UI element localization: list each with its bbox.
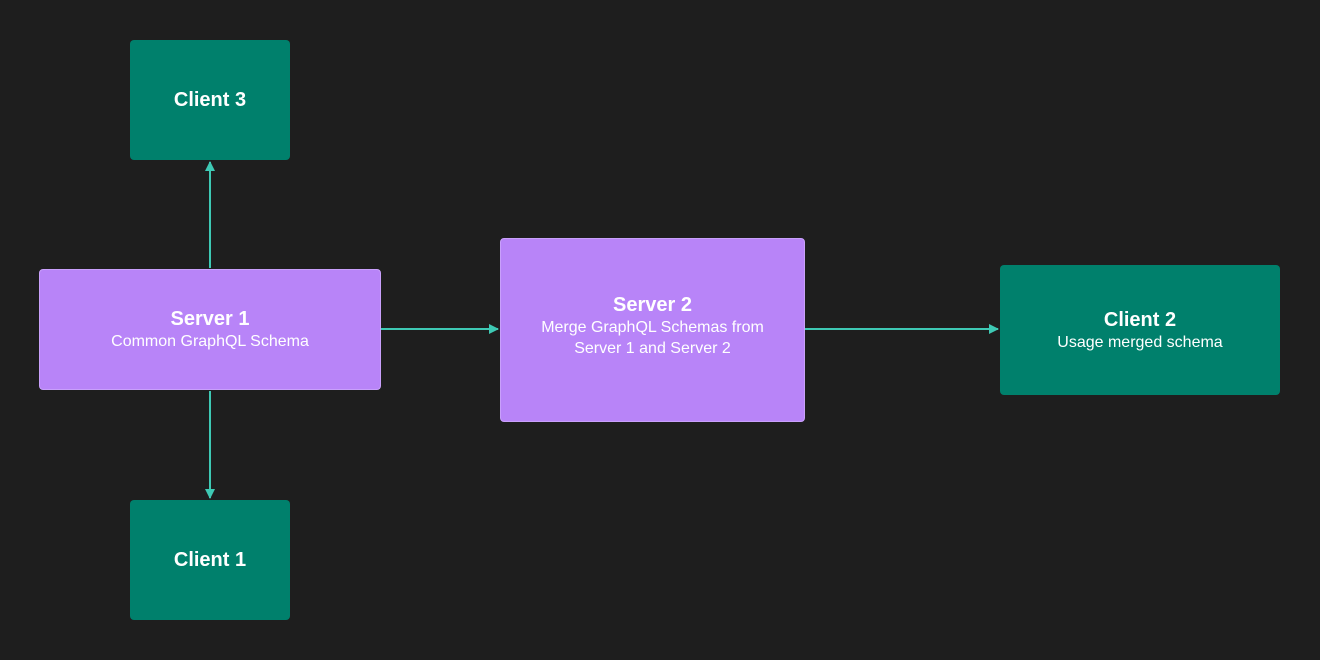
client-2-subtitle: Usage merged schema <box>1057 333 1223 351</box>
client-2-title: Client 2 <box>1103 308 1177 331</box>
server-1-title: Server 1 <box>170 308 250 330</box>
server-1-node[interactable]: Server 1 Common GraphQL Schema <box>39 269 381 390</box>
server-2-subtitle: Merge GraphQL Schemas from Server 1 and … <box>541 319 764 357</box>
server-2-title: Server 2 <box>613 294 692 316</box>
client-2-node[interactable]: Client 2 Usage merged schema <box>1000 265 1280 395</box>
client-1-node[interactable]: Client 1 <box>130 500 290 620</box>
server-1-subtitle: Common GraphQL Schema <box>111 333 309 350</box>
client-3-node[interactable]: Client 3 <box>130 40 290 160</box>
server-2-node[interactable]: Server 2 Merge GraphQL Schemas from Serv… <box>500 238 805 422</box>
client-1-title: Client 1 <box>173 549 247 571</box>
client-3-title: Client 3 <box>173 89 247 111</box>
